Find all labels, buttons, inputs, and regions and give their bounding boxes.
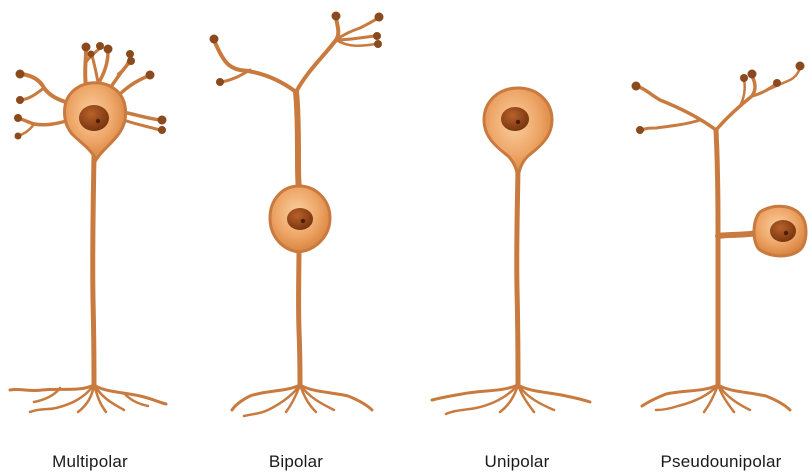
- label-unipolar: Unipolar: [427, 452, 607, 472]
- multipolar-neuron: [10, 42, 167, 412]
- neuron-illustration: [0, 0, 809, 445]
- label-bipolar: Bipolar: [206, 452, 386, 472]
- bipolar-neuron: [210, 12, 384, 417]
- unipolar-neuron: [432, 88, 590, 414]
- label-pseudounipolar: Pseudounipolar: [631, 452, 809, 472]
- pseudounipolar-neuron: [632, 62, 807, 413]
- label-multipolar: Multipolar: [0, 452, 180, 472]
